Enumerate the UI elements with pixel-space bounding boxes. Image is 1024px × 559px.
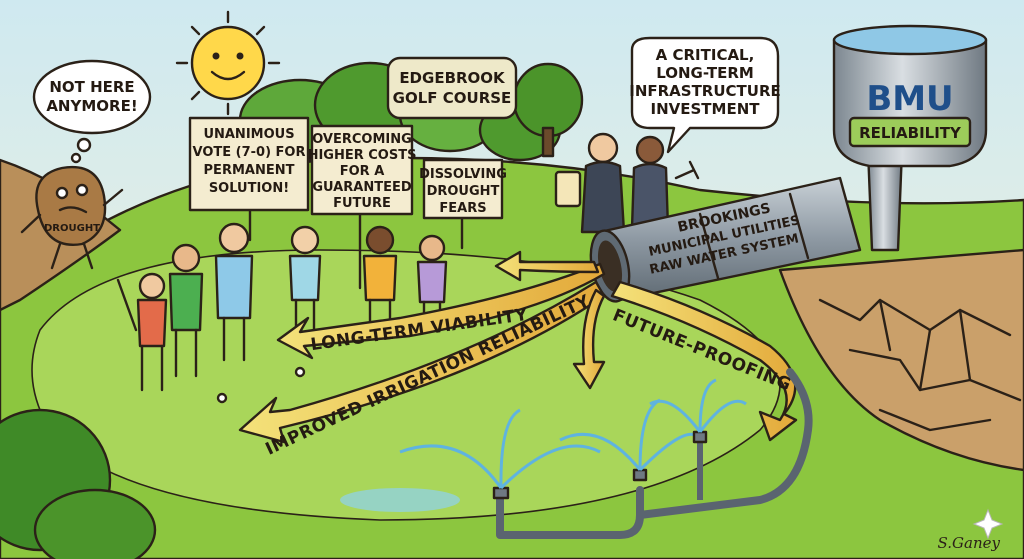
scroll-icon <box>554 170 582 208</box>
speech-line-4: INVESTMENT <box>651 100 761 118</box>
sign-unanimous-vote: UNANIMOUS VOTE (7-0) FOR PERMANENT SOLUT… <box>188 116 310 242</box>
water-tower: BMU RELIABILITY <box>832 24 988 252</box>
golfers-group <box>116 222 448 404</box>
golf-ball-icon <box>216 392 228 404</box>
water-puddle <box>340 488 460 512</box>
sign-2-line-5: FUTURE <box>333 196 391 211</box>
bush-left-low <box>33 488 157 559</box>
golf-ball-icon <box>294 366 306 378</box>
sign-2-line-2: HIGHER COSTS <box>308 148 417 163</box>
sign-3-line-3: FEARS <box>439 201 486 216</box>
ground-cracks <box>818 298 1022 432</box>
drought-character: DROUGHT <box>20 165 124 270</box>
thought-line-1: NOT HERE <box>49 78 134 96</box>
official-woman <box>630 135 700 230</box>
sign-overcoming-costs: OVERCOMING HIGHER COSTS FOR A GUARANTEED… <box>308 124 417 290</box>
sprinkler-system <box>340 368 813 539</box>
sign-3-line-2: DROUGHT <box>427 184 500 199</box>
thought-line-2: ANYMORE! <box>46 97 137 115</box>
golfer-6 <box>416 234 448 332</box>
golfer-1 <box>116 272 168 392</box>
sign-1-line-2: VOTE (7-0) FOR <box>193 145 306 160</box>
golfer-4 <box>288 225 322 332</box>
thought-bubble: NOT HERE ANYMORE! <box>32 59 152 164</box>
drought-label: DROUGHT <box>44 223 100 234</box>
golf-course-sign: EDGEBROOK GOLF COURSE <box>386 56 518 120</box>
golfer-5 <box>362 225 398 332</box>
sparkle-icon <box>972 508 1004 540</box>
cracked-earth <box>778 248 1024 472</box>
golfer-2 <box>168 243 204 378</box>
smiling-sun-icon <box>175 10 281 116</box>
tower-brand: BMU <box>866 79 953 119</box>
speech-bubble: A CRITICAL, LONG-TERM INFRASTRUCTURE INV… <box>629 36 781 154</box>
golf-sign-line-2: GOLF COURSE <box>393 89 512 107</box>
golfer-3 <box>214 222 254 362</box>
sprinkler-head-icon <box>399 408 601 500</box>
speech-line-2: LONG-TERM <box>656 64 754 82</box>
sign-dissolving-fears: DISSOLVING DROUGHT FEARS <box>419 158 507 250</box>
official-man <box>554 132 626 234</box>
raw-water-pipe: BROOKINGS MUNICIPAL UTILITIES RAW WATER … <box>589 176 862 303</box>
speech-line-3: INFRASTRUCTURE <box>629 82 781 100</box>
sign-2-line-3: FOR A <box>340 164 385 179</box>
sprinkler-head-icon <box>649 378 747 444</box>
artist-signature: S.Ganey <box>938 534 1001 552</box>
sign-2-line-1: OVERCOMING <box>312 132 412 147</box>
sign-2-line-4: GUARANTEED <box>312 180 411 195</box>
sign-1-line-3: PERMANENT <box>204 163 295 178</box>
sign-1-line-4: SOLUTION! <box>209 181 289 196</box>
sign-1-line-1: UNANIMOUS <box>203 127 294 142</box>
arrow-short-down <box>572 288 606 390</box>
sign-3-line-1: DISSOLVING <box>419 167 507 182</box>
tower-label: RELIABILITY <box>859 124 962 142</box>
golf-sign-line-1: EDGEBROOK <box>399 69 506 87</box>
arrow-short-left <box>494 250 600 282</box>
gavel-icon <box>674 160 700 180</box>
speech-line-1: A CRITICAL, <box>656 46 755 64</box>
